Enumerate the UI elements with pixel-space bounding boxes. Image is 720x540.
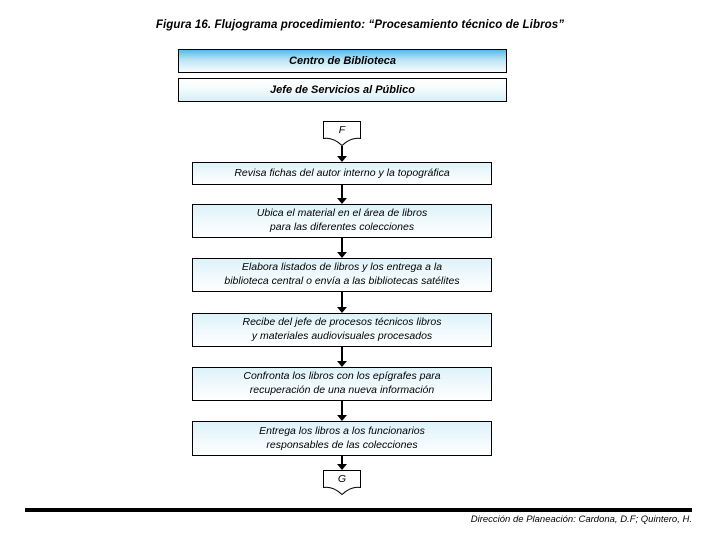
arrow-stem: [341, 347, 343, 362]
offpage-connector-f: F: [323, 121, 361, 147]
process-step-text: Elabora listados de libros y los entrega…: [224, 261, 460, 287]
arrow-stem: [341, 238, 343, 253]
flow-arrow: [337, 185, 347, 204]
footer-divider: [25, 508, 692, 512]
arrow-stem: [341, 185, 343, 199]
process-step-2: Ubica el material en el área de libros p…: [192, 204, 492, 238]
arrow-head-icon: [337, 307, 347, 313]
offpage-connector-shape: [323, 121, 361, 147]
arrow-stem: [341, 401, 343, 416]
process-step-6: Entrega los libros a los funcionarios re…: [192, 421, 492, 456]
flow-arrow: [337, 347, 347, 367]
lane-header-jefe-de-servicios: Jefe de Servicios al Público: [178, 78, 507, 102]
offpage-connector-g: G: [323, 470, 361, 496]
process-step-text: Ubica el material en el área de libros p…: [256, 207, 428, 233]
lane-header-centro-de-biblioteca: Centro de Biblioteca: [178, 49, 507, 73]
arrow-head-icon: [337, 156, 347, 162]
flow-arrow: [337, 456, 347, 470]
arrow-stem: [341, 456, 343, 465]
connector-g-label: G: [337, 473, 347, 485]
flow-arrow: [337, 238, 347, 258]
arrow-stem: [341, 292, 343, 308]
figure-title: Figura 16. Flujograma procedimiento: “Pr…: [155, 19, 565, 31]
arrow-head-icon: [337, 415, 347, 421]
lane-header-label: Centro de Biblioteca: [289, 55, 396, 67]
process-step-4: Recibe del jefe de procesos técnicos lib…: [192, 313, 492, 347]
process-step-5: Confronta los libros con los epígrafes p…: [192, 367, 492, 401]
flow-arrow: [337, 292, 347, 313]
arrow-stem: [341, 146, 343, 157]
process-step-text: Entrega los libros a los funcionarios re…: [259, 424, 425, 451]
process-step-text: Revisa fichas del autor interno y la top…: [234, 166, 450, 179]
flow-arrow: [337, 401, 347, 421]
connector-f-label: F: [338, 124, 346, 136]
process-step-1: Revisa fichas del autor interno y la top…: [192, 162, 492, 185]
offpage-connector-shape: [323, 470, 361, 496]
flow-arrow: [337, 146, 347, 162]
process-step-3: Elabora listados de libros y los entrega…: [192, 258, 492, 292]
arrow-head-icon: [337, 361, 347, 367]
arrow-head-icon: [337, 464, 347, 470]
footer-credit: Dirección de Planeación: Cardona, D.F; Q…: [470, 514, 692, 525]
process-step-text: Confronta los libros con los epígrafes p…: [243, 370, 441, 396]
lane-header-label: Jefe de Servicios al Público: [270, 84, 415, 96]
arrow-head-icon: [337, 252, 347, 258]
arrow-head-icon: [337, 198, 347, 204]
process-step-text: Recibe del jefe de procesos técnicos lib…: [242, 316, 442, 342]
